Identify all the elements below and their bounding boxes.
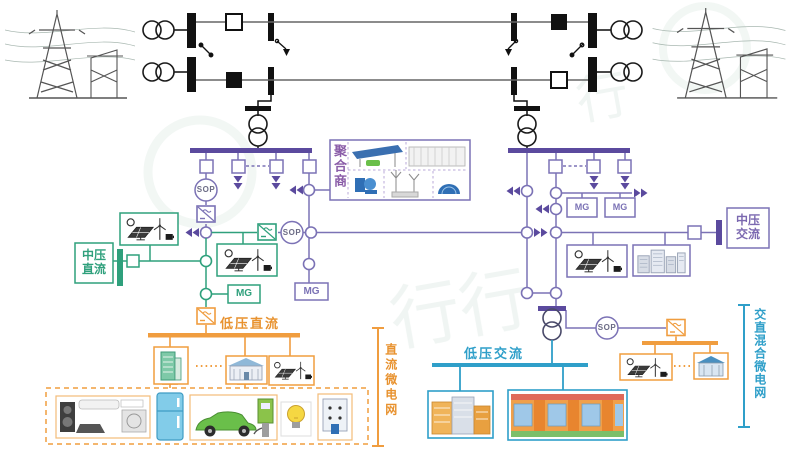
bulb-icon (280, 401, 312, 437)
lv-dc-bus (148, 333, 300, 338)
socket-box (317, 393, 353, 441)
highrise-building-icon (160, 351, 182, 381)
sop-node (280, 220, 304, 245)
school-building-icon (228, 358, 264, 381)
flow-arrow-left-icon (506, 186, 520, 196)
aggregator-box (329, 139, 471, 201)
renewables-box-orange (619, 353, 673, 381)
inverter-icon (666, 318, 686, 337)
sop-label: SOP (597, 323, 617, 333)
lv-dc-load-boxes (153, 346, 315, 386)
inverter-icon (196, 307, 216, 325)
junction-node (520, 184, 563, 300)
dist-transformer-icon (542, 308, 562, 341)
transmission-tower-left (5, 9, 135, 99)
mg-box (604, 197, 636, 218)
flow-arrow-left-icon (185, 228, 199, 237)
mg-label: MG (574, 202, 590, 213)
junction-node (304, 226, 318, 239)
hybrid-dc-lines (654, 336, 711, 367)
junction-node (302, 257, 316, 271)
lv-dc-label: 低压直流 (220, 316, 281, 331)
flow-arrow-left-icon (535, 204, 549, 214)
hybrid-dc-bus (642, 341, 718, 345)
mv-ac-bus-right (508, 148, 630, 153)
feeder-converter-box (199, 159, 317, 174)
tie-switch-icon (198, 38, 585, 58)
svg-text:行: 行 (572, 66, 633, 132)
sop-node (595, 316, 619, 340)
mv-ac-busbar (716, 220, 722, 245)
storage-building-icon (408, 146, 466, 167)
junction-node (199, 226, 213, 239)
mv-ac-lines-right (526, 153, 716, 329)
flow-arrow-right-icon (534, 228, 548, 237)
mall-box-teal (507, 389, 628, 441)
city-box-purple (632, 244, 691, 277)
acdc-microgrid-label: 交直混合微电网 (752, 308, 767, 399)
mv-busbar-black (245, 106, 271, 111)
ev-charger-icon (253, 398, 274, 437)
sop-label: SOP (282, 228, 302, 238)
mg-label: MG (303, 285, 320, 297)
hv-busbar (187, 13, 597, 95)
breaker-closed-icon (226, 14, 567, 88)
mg-label: MG (235, 288, 253, 300)
sop-label: SOP (196, 185, 216, 195)
junction-node (199, 254, 213, 268)
mg-label: MG (612, 202, 628, 213)
renewables-box-green (119, 212, 278, 277)
mv-ac-label: 中压 交流 (735, 213, 760, 241)
grid-transformer-icon (142, 20, 643, 82)
inverter-icon (196, 205, 216, 223)
lv-ac-label: 低压交流 (464, 346, 525, 361)
renewables-box-purple (566, 244, 628, 278)
appliances-box (55, 395, 151, 439)
mg-box (227, 284, 261, 304)
aggregator-label: 聚合商 (331, 144, 347, 189)
mv-dc-lines (113, 231, 257, 307)
mv-dc-label: 中压 直流 (81, 248, 106, 276)
svg-text:行行: 行行 (384, 259, 535, 360)
inverter-icon (257, 223, 277, 241)
mv-ac-bus-left (190, 148, 312, 153)
junction-node (199, 287, 213, 301)
pump-icon (355, 178, 377, 194)
feeder-converter-box (548, 159, 702, 240)
home-appliances-icon (60, 399, 147, 433)
dome-greenhouse-icon (438, 184, 460, 195)
school-box-teal (427, 390, 494, 439)
solar-carport-icon (352, 145, 403, 167)
fridge-icon (156, 392, 184, 441)
hv-feeder-line (196, 21, 588, 81)
acdc-microgrid-bracket (738, 304, 750, 428)
mg-box (566, 197, 598, 218)
breaker-open-icon (225, 13, 568, 89)
dc-microgrid-bracket (372, 327, 384, 447)
ev-car-icon (195, 411, 257, 437)
flow-arrow-down-icon (589, 176, 599, 190)
junction-node (302, 183, 316, 197)
flow-arrow-right-icon (634, 188, 648, 198)
flow-arrow-down-icon (271, 176, 281, 190)
flow-arrow-down-icon (620, 176, 630, 190)
mv-busbar-black (514, 106, 540, 111)
mg-box (294, 282, 329, 301)
wind-farm-icon (390, 170, 420, 198)
dc-microgrid-label: 直流微电网 (383, 343, 398, 418)
building-box-orange (693, 352, 729, 380)
lv-ac-bus (432, 363, 588, 367)
flow-arrow-down-icon (233, 176, 243, 190)
ev-charging-box (189, 394, 278, 441)
mv-dc-label-box (74, 242, 114, 284)
mv-ac-label-box (726, 207, 770, 249)
sop-node (194, 178, 218, 202)
lv-ac-drops (459, 367, 564, 391)
flow-arrow-left-icon (289, 185, 303, 195)
mv-dc-busbar (117, 249, 123, 286)
dc-converter-box (126, 254, 140, 268)
stepdown-connection (257, 95, 528, 106)
